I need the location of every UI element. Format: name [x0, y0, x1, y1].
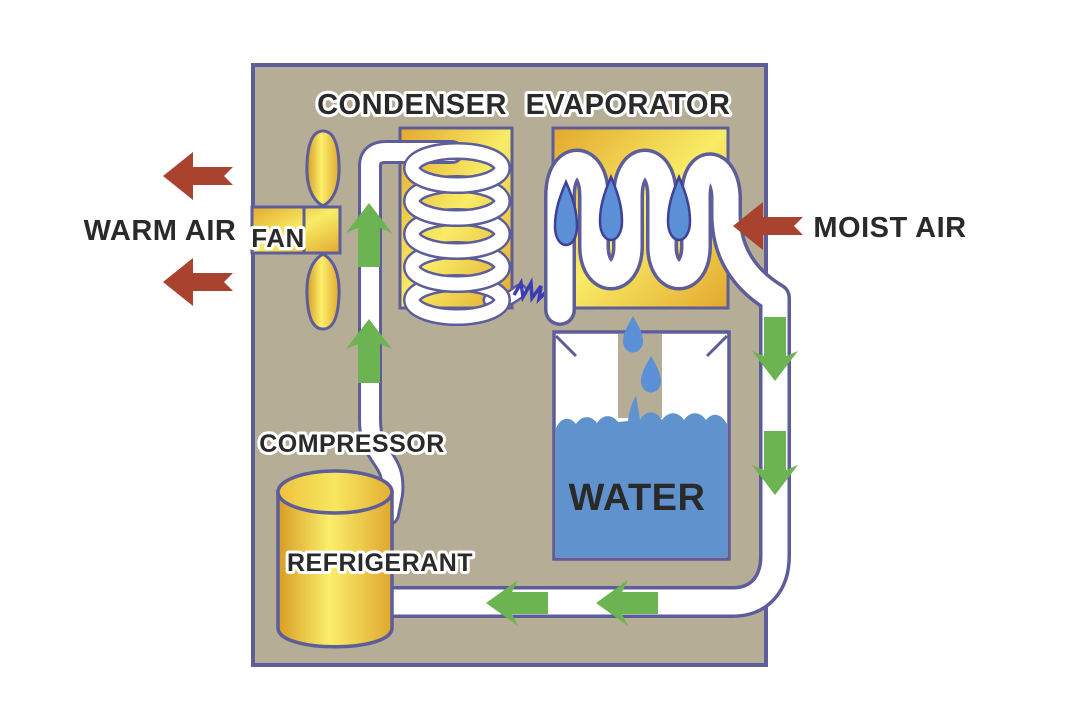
left-arrow-icon	[486, 580, 548, 626]
fan-box	[250, 205, 342, 255]
pipe-compressor-to-condenser	[358, 140, 464, 526]
fan-label: FAN	[251, 223, 305, 253]
evaporator-condensation-drips	[553, 173, 692, 247]
condensate-drop-icon	[598, 173, 624, 242]
tank-bevel-left	[554, 334, 578, 358]
pipe-evaporator-and-return	[376, 148, 791, 618]
water-tank	[552, 316, 731, 561]
condensate-drop-icon	[666, 173, 692, 242]
collected-water	[556, 396, 727, 557]
refrigerant-cylinder	[276, 490, 394, 649]
fan-assembly	[250, 129, 342, 331]
moist-air-arrow-icon	[733, 202, 803, 250]
refrigerant-label: REFRIGERANT	[287, 549, 473, 577]
up-arrow-icon	[346, 319, 392, 383]
cylinder-top	[276, 469, 394, 515]
up-arrow-icon	[346, 203, 392, 267]
expansion-valve-squiggle	[512, 277, 549, 305]
water-drop-icon	[623, 316, 643, 353]
air-arrows-red	[163, 152, 803, 306]
fan-blade-top	[305, 129, 341, 208]
condensate-drop-icon	[553, 178, 579, 247]
compressor-tank	[276, 469, 394, 649]
down-arrow-icon	[752, 431, 798, 495]
water-drop-icon	[641, 356, 661, 393]
fan-blade-bottom	[305, 252, 341, 331]
warm-air-arrow-icon	[163, 152, 233, 200]
condenser-label: CONDENSER	[317, 89, 507, 121]
flow-arrows-green	[346, 203, 798, 626]
tank-bevel-right	[705, 334, 729, 358]
down-arrow-icon	[752, 317, 798, 381]
moist-air-label: MOIST AIR	[813, 212, 966, 244]
condenser-coil	[403, 142, 528, 326]
warm-air-label: WARM AIR	[84, 215, 237, 247]
left-arrow-icon	[596, 580, 658, 626]
evaporator-label: EVAPORATOR	[526, 89, 731, 121]
water-label: WATER	[569, 477, 706, 519]
compressor-label: COMPRESSOR	[259, 430, 445, 458]
warm-air-arrow-icon	[163, 258, 233, 306]
